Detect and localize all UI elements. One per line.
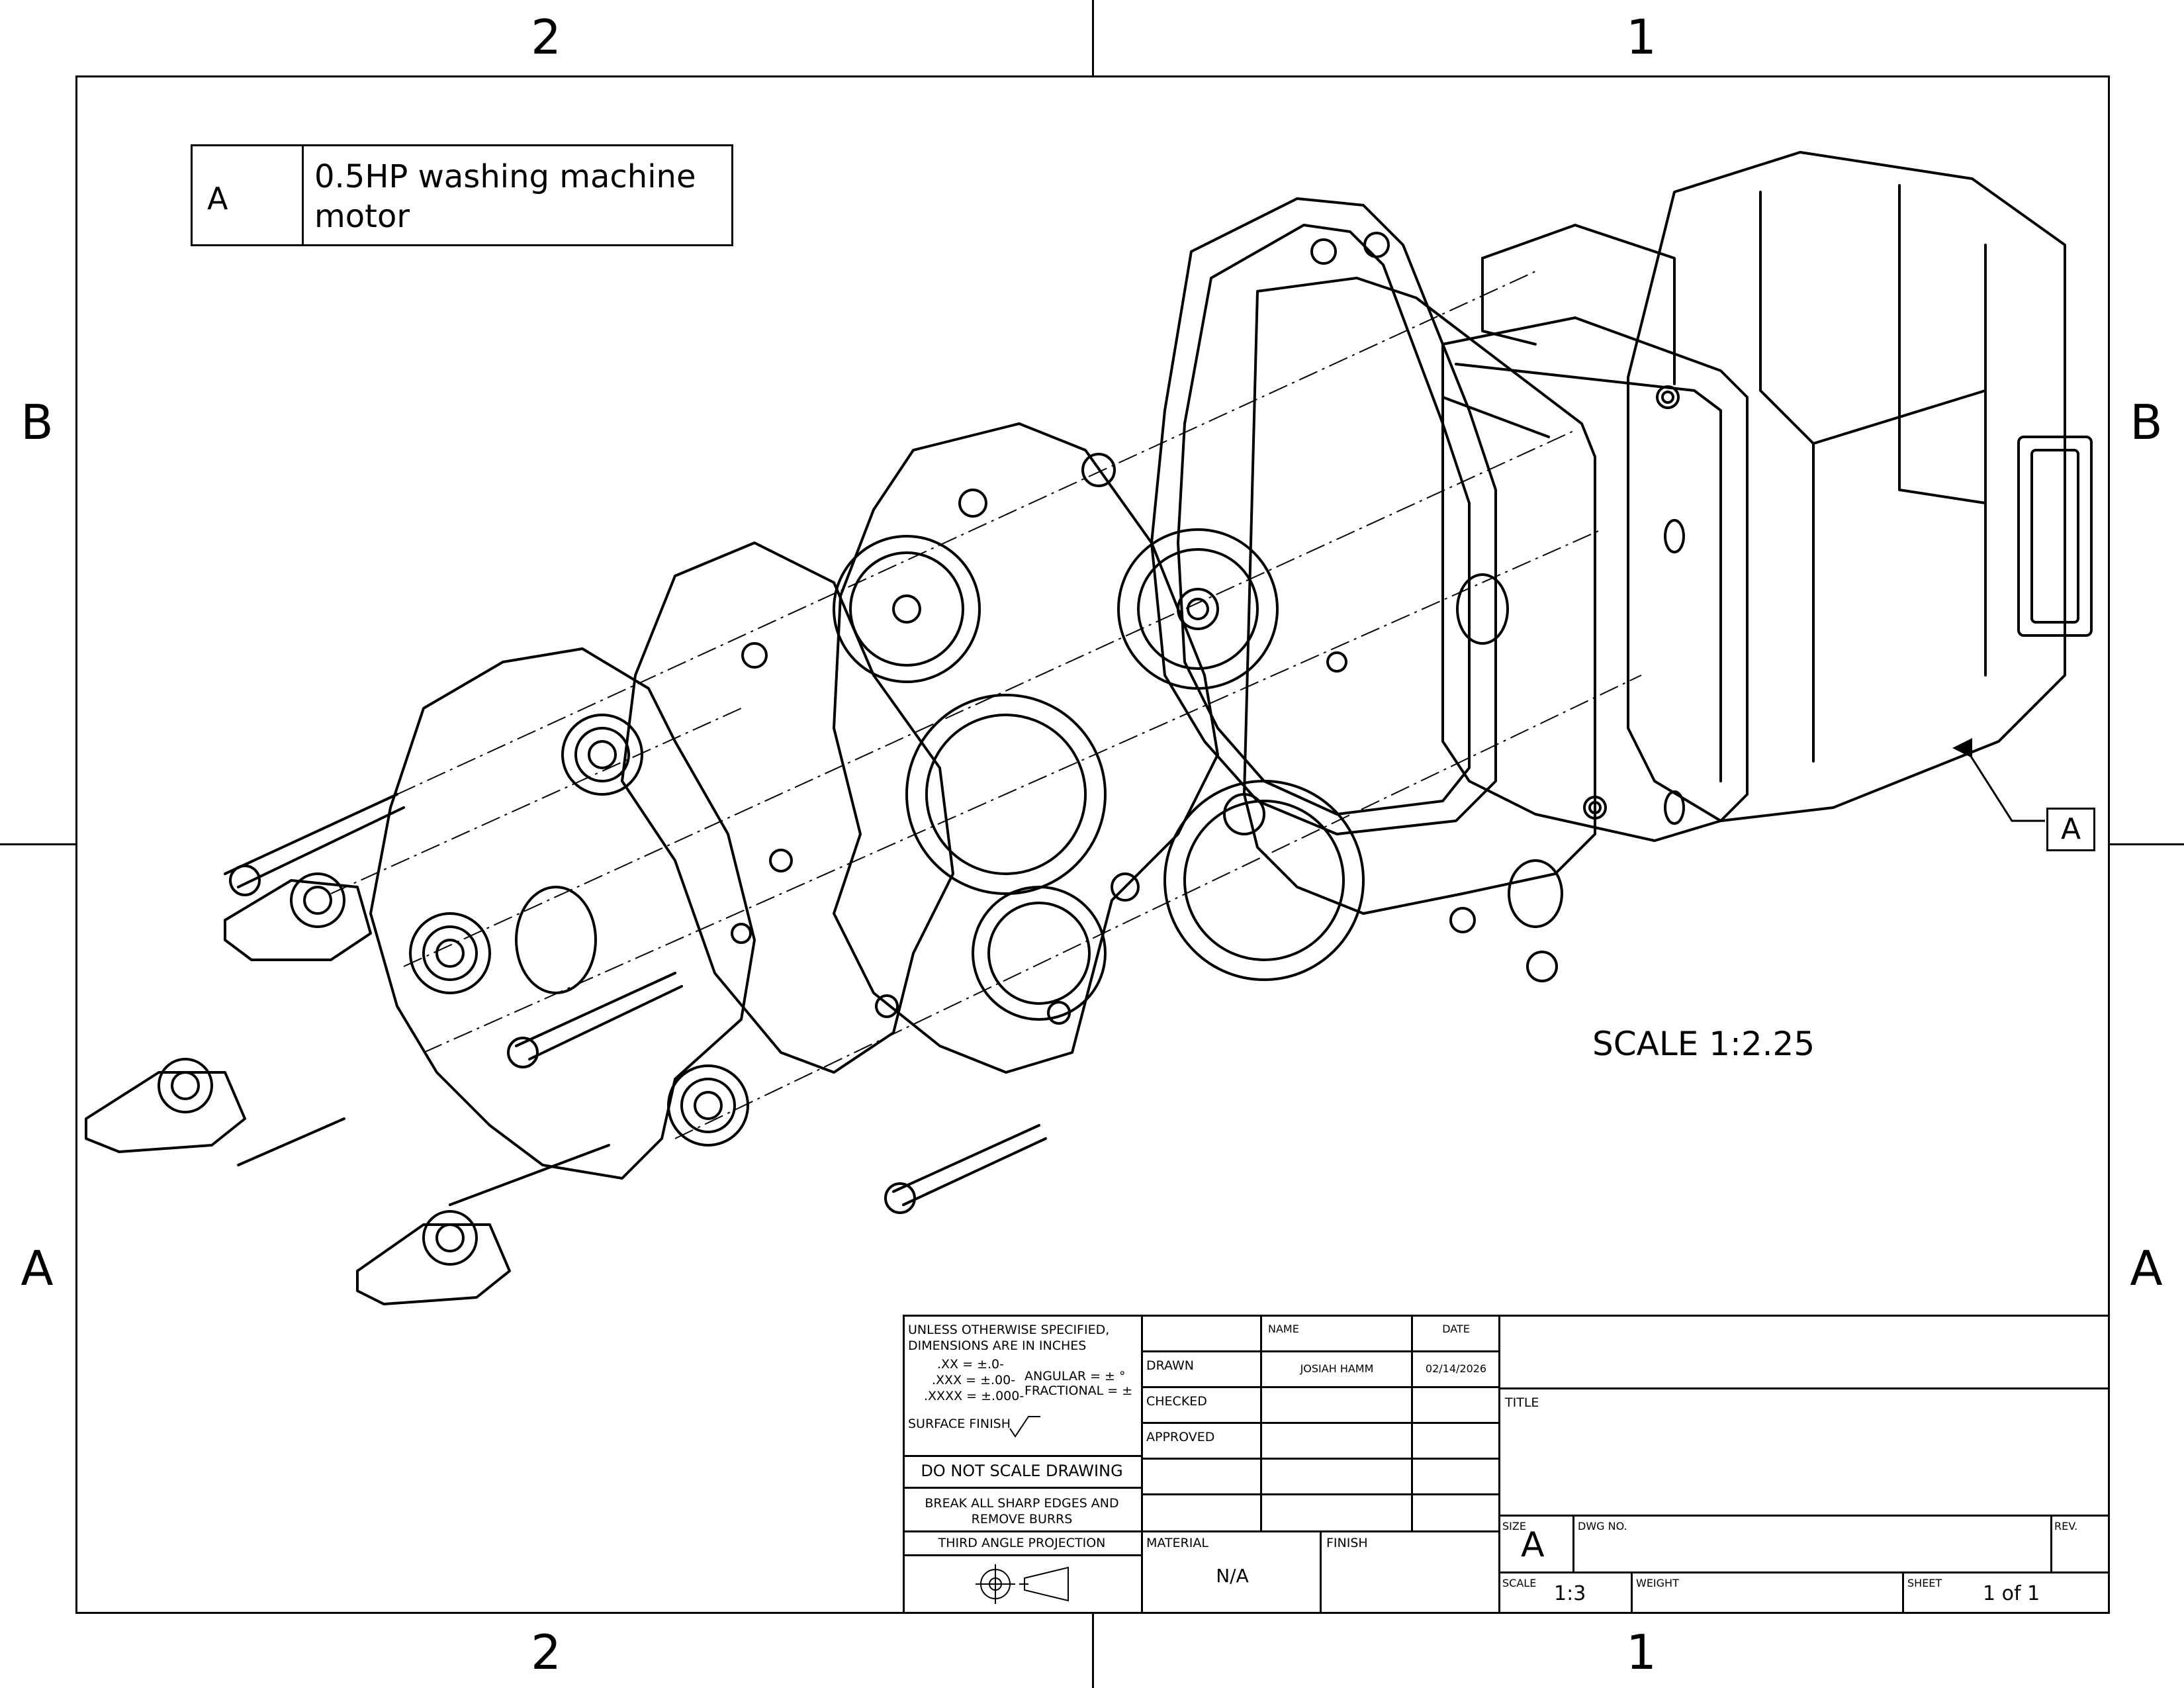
drawn-label: DRAWN: [1146, 1358, 1195, 1373]
tb-divider-weight: [1631, 1571, 1633, 1614]
tb-row-material: [1141, 1530, 1498, 1532]
sheet-value: 1 of 1: [1983, 1582, 2040, 1605]
surface-finish-icon: [1009, 1416, 1040, 1438]
zone-bottom-2: 2: [531, 1624, 561, 1680]
bolts: [224, 793, 1047, 1214]
drawn-date: 02/14/2026: [1425, 1362, 1487, 1375]
size-label: SIZE: [1502, 1520, 1526, 1532]
zone-right-b: B: [2130, 395, 2163, 450]
material-label: MATERIAL: [1146, 1536, 1208, 1550]
dwg-no-label: DWG NO.: [1578, 1520, 1627, 1532]
tb-row-left-2: [903, 1487, 1141, 1489]
do-not-scale-note: DO NOT SCALE DRAWING: [921, 1462, 1123, 1480]
tb-row-left-3: [903, 1530, 1141, 1532]
third-angle-projection-icon: [976, 1564, 1069, 1604]
tb-row-scale: [1498, 1571, 2110, 1573]
zone-right-a: A: [2130, 1241, 2163, 1296]
motor-body: [1441, 151, 2093, 842]
tb-divider-sheet: [1902, 1571, 1904, 1614]
tolerance-note-1: UNLESS OTHERWISE SPECIFIED,: [908, 1323, 1110, 1337]
tb-row-left-1: [903, 1455, 1141, 1457]
tb-row-left-4: [903, 1554, 1141, 1556]
legend-balloon-label: A: [207, 181, 228, 216]
explode-lines: [330, 271, 1642, 1139]
zone-tick-left: [0, 843, 75, 845]
callout-leader: [1952, 738, 2045, 822]
approved-label: APPROVED: [1146, 1430, 1215, 1444]
checked-label: CHECKED: [1146, 1394, 1207, 1409]
tb-row-blank: [1141, 1493, 1498, 1495]
exploded-assembly-view: [85, 151, 2093, 1305]
weight-label: WEIGHT: [1636, 1577, 1679, 1589]
zone-bottom-1: 1: [1626, 1624, 1657, 1680]
tol-xx: .XX = ±.0-: [937, 1357, 1004, 1372]
legend-balloon-cell: A: [193, 146, 304, 244]
legend-description: 0.5HP washing machine motor: [314, 158, 696, 235]
tb-row-title: [1498, 1387, 2110, 1389]
zone-tick-top: [1092, 0, 1094, 75]
surface-finish-label: SURFACE FINISH: [908, 1417, 1011, 1431]
title-label: TITLE: [1505, 1395, 1539, 1410]
tol-fractional: FRACTIONAL = ±: [1024, 1383, 1133, 1398]
sheet-border: [75, 75, 2110, 1614]
col-name-header: NAME: [1268, 1323, 1299, 1335]
housing-plate-1: [621, 541, 954, 1074]
tb-row-drawn: [1141, 1386, 1498, 1388]
tb-top-line: [903, 1315, 2110, 1317]
tolerance-note-2: DIMENSIONS ARE IN INCHES: [908, 1338, 1087, 1353]
tb-row-approved: [1141, 1458, 1498, 1460]
zone-left-a: A: [21, 1241, 54, 1296]
tb-row-size: [1498, 1515, 2110, 1517]
projection-label: THIRD ANGLE PROJECTION: [938, 1536, 1106, 1550]
zone-tick-bottom: [1092, 1614, 1094, 1688]
scale-label: SCALE: [1502, 1577, 1537, 1589]
housing-plate-4: [1243, 277, 1596, 928]
break-edges-note-2: REMOVE BURRS: [971, 1512, 1073, 1526]
front-plate: [369, 647, 756, 1180]
tb-divider-rev: [2050, 1515, 2052, 1571]
view-scale-note: SCALE 1:2.25: [1592, 1025, 1815, 1063]
zone-top-1: 1: [1626, 9, 1657, 65]
callout-balloon: A: [2046, 808, 2095, 851]
scale-value: 1:3: [1554, 1582, 1586, 1605]
zone-left-b: B: [21, 395, 54, 450]
gear-train-middle: [833, 535, 1107, 1021]
tol-xxxx: .XXXX = ±.000-: [924, 1389, 1024, 1403]
tb-left-line: [903, 1315, 905, 1614]
finish-label: FINISH: [1326, 1536, 1368, 1550]
zone-top-2: 2: [531, 9, 561, 65]
zone-tick-right: [2110, 843, 2184, 845]
tb-divider-2: [1498, 1315, 1500, 1614]
size-value: A: [1521, 1525, 1545, 1565]
nuts: [1081, 238, 1347, 673]
tb-row-name: [1141, 1350, 1498, 1352]
sheet-label: SHEET: [1907, 1577, 1942, 1589]
col-date-header: DATE: [1442, 1323, 1470, 1335]
tb-divider-1: [1141, 1315, 1143, 1614]
housing-plate-3: [1150, 197, 1558, 982]
rev-label: REV.: [2054, 1520, 2078, 1532]
balloon-legend: A 0.5HP washing machine motor: [191, 144, 733, 246]
material-value: N/A: [1216, 1565, 1249, 1587]
tb-row-checked: [1141, 1422, 1498, 1424]
mount-feet: [85, 872, 511, 1305]
tb-divider-size: [1572, 1515, 1574, 1571]
drawn-name: JOSIAH HAMM: [1300, 1362, 1374, 1375]
tol-angular: ANGULAR = ± °: [1024, 1369, 1126, 1383]
tb-divider-finish: [1320, 1530, 1322, 1614]
tol-xxx: .XXX = ±.00-: [932, 1373, 1016, 1387]
title-block: UNLESS OTHERWISE SPECIFIED, DIMENSIONS A…: [903, 1315, 2110, 1614]
break-edges-note-1: BREAK ALL SHARP EDGES AND: [925, 1496, 1119, 1511]
housing-plate-2: [833, 422, 1219, 1074]
